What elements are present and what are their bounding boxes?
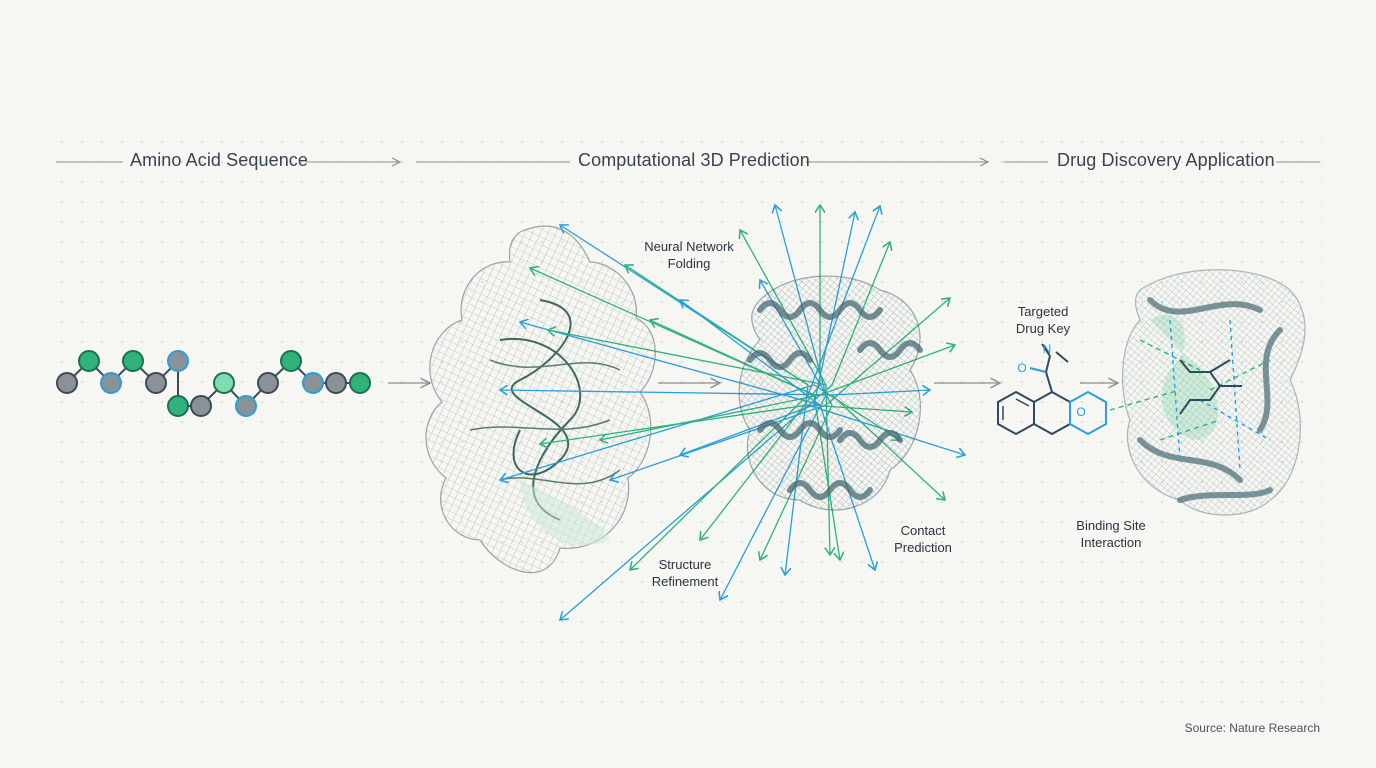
annotation-line: Folding [667,256,711,271]
amino-acid-node [235,395,257,417]
annotation-line: Interaction [1080,535,1142,550]
annotation-line: Neural Network [644,239,734,254]
annotation-binding-site-interaction: Binding Site Interaction [1058,517,1164,551]
predicted-ribbon-structure [738,275,923,511]
annotation-targeted-drug-key: Targeted Drug Key [990,303,1096,337]
amino-acid-node [167,395,189,417]
amino-acid-node [257,372,279,394]
helix-coil [787,480,873,500]
atom-label-oxygen-carbonyl: O [1017,361,1027,375]
amino-acid-node [302,372,324,394]
helix-coil [837,430,903,450]
dot-grid-background [56,132,1322,704]
drug-molecule [997,343,1107,436]
atom-label-nitrogen: N [1042,342,1052,356]
annotation-neural-network-folding: Neural Network Folding [634,238,744,272]
amino-acid-node [213,372,235,394]
amino-acid-node [190,395,212,417]
annotation-structure-refinement: Structure Refinement [630,556,740,590]
amino-acid-node [280,350,302,372]
annotation-line: Prediction [894,540,952,555]
stage-label-drug-discovery: Drug Discovery Application [1057,150,1275,170]
annotation-line: Structure [658,557,712,572]
amino-acid-node [122,350,144,372]
annotation-line: Binding Site [1076,518,1146,533]
helix-coil [747,350,813,370]
amino-acid-node [349,372,371,394]
amino-acid-chain [56,350,371,417]
helix-coil [757,420,843,440]
stage-label-prediction: Computational 3D Prediction [578,150,810,170]
helix-coil [857,340,923,360]
helix-coil [757,300,883,320]
annotation-line: Contact [900,523,946,538]
amino-acid-node [145,372,167,394]
binding-site-structure [1109,269,1306,516]
atom-label-oxygen-ring: O [1076,405,1086,419]
amino-acid-node [56,372,78,394]
amino-acid-node [78,350,100,372]
wireframe-protein-surface [425,225,656,574]
amino-acid-node [167,350,189,372]
annotation-line: Refinement [651,574,719,589]
annotation-line: Drug Key [1015,321,1071,336]
amino-acid-node [100,372,122,394]
amino-acid-node [325,372,347,394]
annotation-contact-prediction: Contact Prediction [870,522,976,556]
source-credit: Source: Nature Research [1184,721,1320,735]
stage-label-sequence: Amino Acid Sequence [130,150,309,170]
annotation-line: Targeted [1017,304,1069,319]
